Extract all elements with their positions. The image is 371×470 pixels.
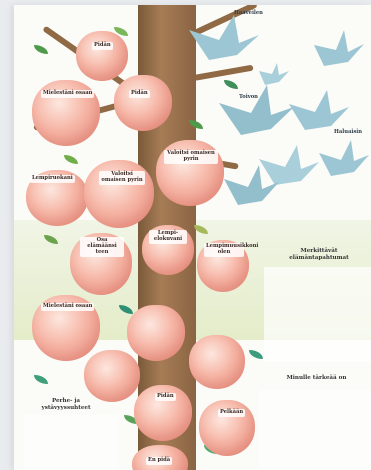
apple-label: En pidä xyxy=(146,457,172,465)
bird-label-haluaisin: Haluaisin xyxy=(334,129,362,135)
leaf xyxy=(34,45,48,54)
bird-icon xyxy=(189,15,259,65)
apple xyxy=(189,335,245,389)
apple-label: Osa elämäänsi teen xyxy=(80,237,124,257)
relationships-label: Perhe- ja ystävyyssuhteet xyxy=(36,398,96,413)
apple-label: Pidän xyxy=(129,90,150,98)
apple-label: Lempimuusikkoni olen xyxy=(204,243,244,257)
bird-icon xyxy=(319,140,369,180)
worksheet-page: Haaveilen Toivon Haluaisin Pidän Mielest… xyxy=(14,5,371,470)
bird-icon xyxy=(224,165,279,210)
apple xyxy=(127,305,185,361)
apple xyxy=(114,75,172,131)
apple-label: Mielestäni osaan xyxy=(41,90,94,98)
important-label: Minulle tärkeää on xyxy=(269,375,364,382)
branch xyxy=(193,65,253,81)
apple-label: Mielestäni osaan xyxy=(41,303,94,311)
important-writing-area[interactable] xyxy=(259,390,371,470)
bird-label-haaveilen: Haaveilen xyxy=(234,10,263,16)
apple-label: Lempi-elokuvani xyxy=(149,230,187,244)
apple-label: Pelkään xyxy=(218,409,245,417)
leaf xyxy=(64,155,78,164)
apple-label: Lempiruokani xyxy=(30,175,75,183)
apple xyxy=(76,31,128,81)
apple-label: Valoitsi omaisen pyrin xyxy=(164,150,218,164)
life-events-writing-area[interactable] xyxy=(264,267,371,362)
bird-icon xyxy=(314,30,364,70)
relationships-writing-area[interactable] xyxy=(24,415,119,470)
life-events-label: Merkittävät elämäntapahtumat xyxy=(279,248,359,263)
apple-label: Valoitsi omaisen pyrin xyxy=(99,171,145,185)
apple-label: Pidän xyxy=(92,42,113,50)
bird-label-toivon: Toivon xyxy=(239,94,258,100)
apple-label: Pidän xyxy=(155,393,176,401)
apple xyxy=(84,350,140,402)
